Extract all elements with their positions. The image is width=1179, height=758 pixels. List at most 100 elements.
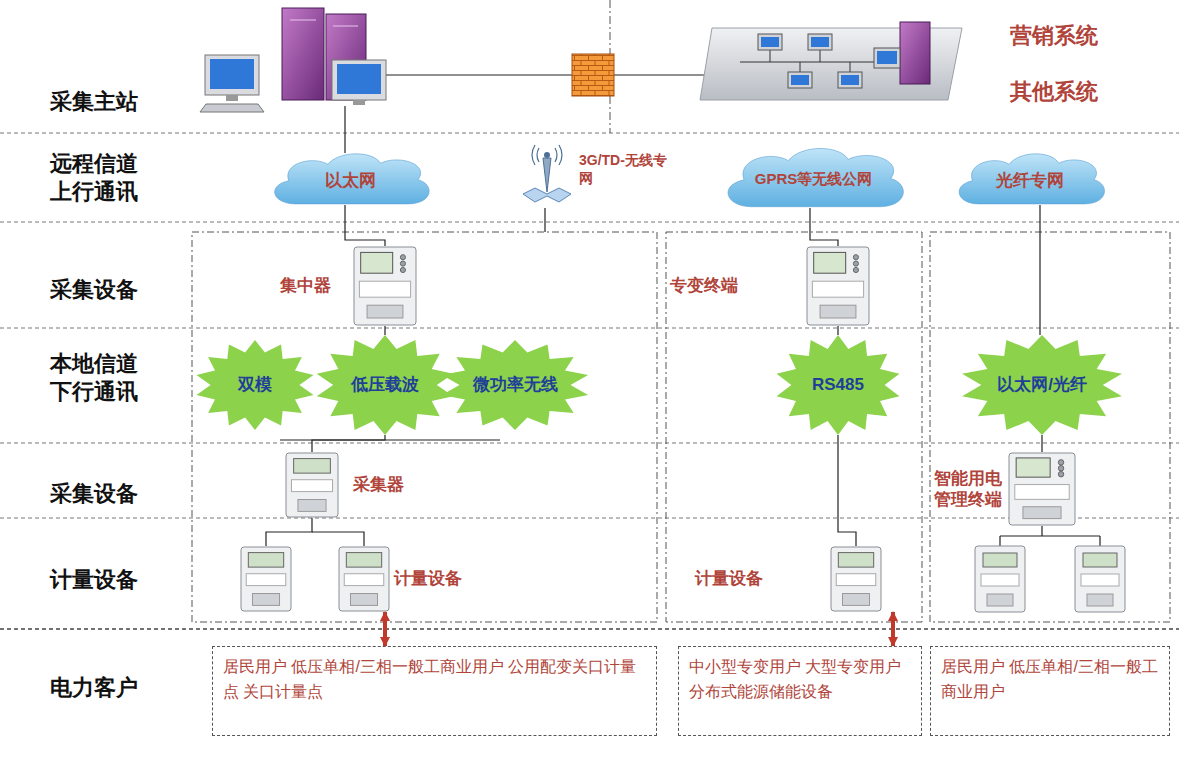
device-plate [359, 281, 410, 297]
connector [383, 612, 387, 646]
network-wire [312, 532, 364, 546]
lan-illustration [740, 48, 900, 78]
text-holder: 采集器 [353, 474, 425, 495]
server-computers [337, 64, 381, 94]
device-button [853, 267, 858, 272]
node-label: 以太网 [298, 170, 403, 191]
meter-icon [338, 546, 390, 612]
lan-illustration [761, 37, 779, 47]
terminal-cover [842, 594, 869, 606]
device-plate [812, 281, 863, 297]
meter-icon [987, 594, 1013, 606]
row-separator [0, 518, 1179, 519]
row-separator [0, 222, 1179, 223]
node-label: 智能用电管理终端 [934, 468, 1006, 511]
node-label: 光纤专网 [981, 170, 1080, 191]
device-plate [1015, 485, 1069, 500]
starburst-node: 低压载波 [315, 335, 455, 435]
device-button [1058, 471, 1063, 476]
firewall-icon [572, 54, 614, 96]
text-holder: 集中器 [280, 275, 350, 296]
text-holder: 居民用户 低压单相/三相一般工商业用户 [941, 655, 1159, 705]
network-wire [544, 208, 545, 232]
column-frame [192, 232, 657, 622]
cloud-node: 光纤专网 [950, 150, 1110, 205]
customer-box: 居民用户 低压单相/三相一般工商业用户 [930, 646, 1170, 736]
server-computers [200, 104, 264, 112]
tower-icon [515, 144, 577, 206]
meter-icon [983, 553, 1017, 567]
row-separator [0, 133, 1179, 629]
device-body [354, 247, 416, 325]
meter-icon [1083, 553, 1117, 567]
starburst-shape [962, 335, 1122, 435]
meter-icon [285, 452, 339, 518]
terminal-cover [252, 594, 279, 606]
column-frame [666, 232, 922, 622]
terminal-cover [1023, 507, 1061, 519]
device-plate [291, 480, 332, 492]
node-label: 3G/TD-无线专网 [579, 152, 668, 187]
starburst-shape [777, 335, 900, 435]
server-computers [332, 60, 386, 100]
connector-group [266, 205, 1042, 646]
row-label: 本地信道 下行通讯 [50, 350, 142, 405]
customer-text: 居民用户 低压单相/三相一般工商业用户 公用配变关口计量点 关口计量点 [223, 655, 646, 705]
device-plate [246, 574, 286, 586]
text-holder: RS485 [799, 374, 877, 395]
device-node: 集中器 [280, 246, 430, 326]
column-frame [192, 232, 1170, 622]
lan-illustration [877, 51, 897, 64]
starburst-node: 以太网/光纤 [960, 335, 1124, 435]
column-frame [930, 232, 1170, 622]
network-wire [280, 75, 1100, 546]
lan-illustration [900, 22, 930, 84]
text-holder: 计量设备 [394, 568, 472, 589]
device-button [400, 267, 405, 272]
meter-node: 计量设备 [240, 546, 472, 612]
server-computers [205, 55, 259, 95]
lan-illustration [758, 34, 782, 50]
starburst-node: 双模 [195, 340, 315, 430]
node-label: GPRS等无线公网 [754, 170, 874, 189]
meter-icon [975, 546, 1025, 612]
row-separator [0, 628, 1179, 630]
device-node: 智能用电管理终端 [934, 452, 1114, 526]
text-holder: 3G/TD-无线专网 [579, 152, 668, 187]
text-holder: 中小型专变用户 大型专变用户 分布式能源储能设备 [689, 655, 911, 705]
server-computers [290, 20, 316, 21]
term-icon [806, 246, 870, 326]
node-label: 集中器 [280, 275, 350, 296]
lan-illustration [874, 48, 900, 68]
text-holder: 双模 [218, 374, 292, 395]
device-body [807, 247, 869, 325]
connector [891, 612, 895, 646]
cloud-shape [959, 154, 1104, 204]
channel-label: 低压载波 [342, 374, 429, 395]
node-label: 采集器 [353, 474, 425, 495]
device-screen [248, 553, 283, 568]
node-label: 计量设备 [394, 568, 472, 589]
cloud-node: 以太网 [265, 150, 435, 205]
radio-wave [532, 145, 562, 165]
meter-icon [1081, 574, 1119, 586]
row-separator [0, 443, 1179, 444]
server-computers [353, 100, 365, 105]
device-screen [294, 459, 331, 474]
tower-top [544, 152, 550, 158]
lan-illustration [700, 22, 962, 100]
text-holder: 以太网/光纤 [991, 374, 1093, 395]
tower-node: 3G/TD-无线专网 [515, 142, 670, 208]
term-icon [1008, 452, 1076, 526]
meter-icon [1087, 594, 1113, 606]
server-computers [200, 8, 386, 112]
row-separator [0, 328, 1179, 329]
terminal-cover [298, 500, 326, 512]
cloud-node: GPRS等无线公网 [717, 144, 910, 208]
device-button [1058, 466, 1063, 471]
text-holder: 居民用户 低压单相/三相一般工商业用户 公用配变关口计量点 关口计量点 [223, 655, 646, 705]
customer-box: 居民用户 低压单相/三相一般工商业用户 公用配变关口计量点 关口计量点 [212, 646, 657, 736]
server-computers [210, 59, 254, 89]
device-screen [1016, 458, 1050, 477]
